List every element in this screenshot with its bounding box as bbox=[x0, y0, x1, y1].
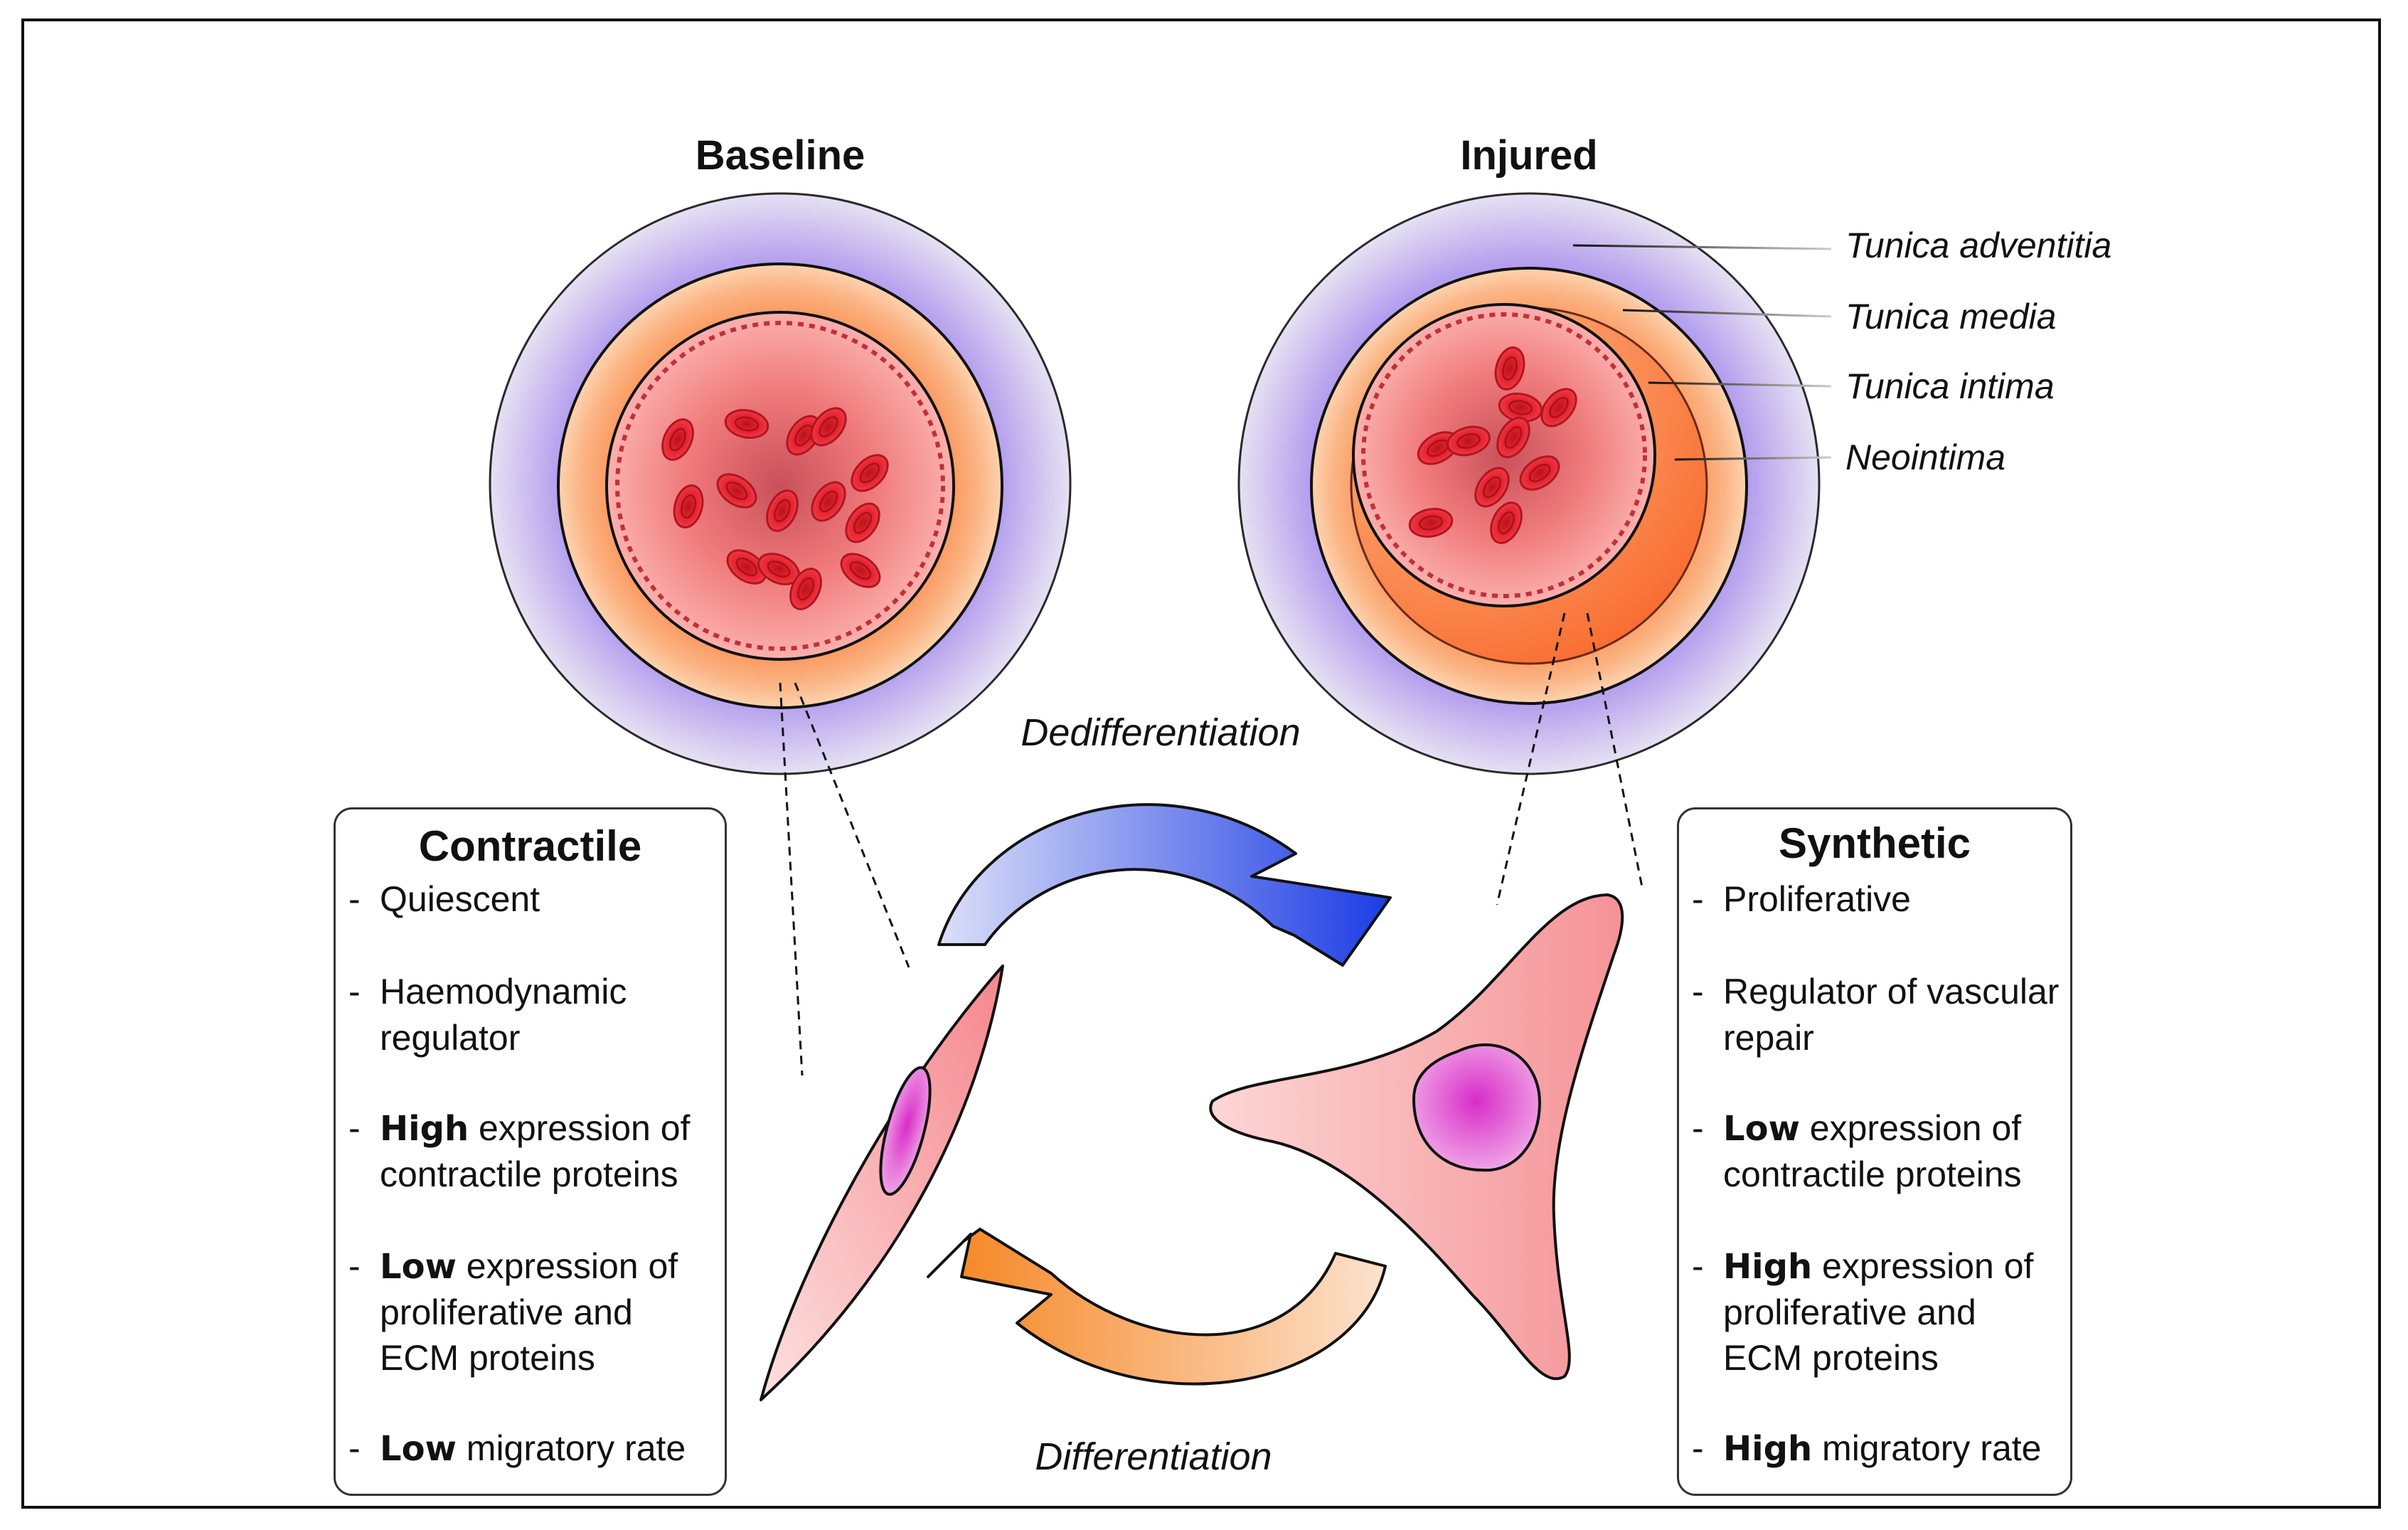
injured-title: Injured bbox=[1460, 132, 1597, 179]
red-blood-cell bbox=[845, 502, 880, 543]
label-tunica-intima: Tunica intima bbox=[1845, 366, 2055, 406]
baseline-lumen bbox=[605, 311, 955, 661]
red-blood-cell bbox=[1494, 346, 1525, 391]
contractile-item: -Haemodynamic regulator bbox=[348, 972, 627, 1058]
injured-red-blood-cells bbox=[1408, 346, 1577, 544]
contractile-item: -Quiescent bbox=[348, 879, 540, 919]
synthetic-item: -Proliferative bbox=[1692, 879, 1911, 919]
synthetic-item: -Low expression of contractile proteins bbox=[1692, 1108, 2022, 1194]
red-blood-cell bbox=[789, 568, 822, 610]
injured-endothelium bbox=[1361, 312, 1647, 598]
label-tunica-adventitia: Tunica adventitia bbox=[1845, 225, 2111, 265]
dedifferentiation-label: Dedifferentiation bbox=[1021, 711, 1300, 754]
red-blood-cell bbox=[1519, 455, 1560, 491]
injured-vessel bbox=[1237, 192, 1821, 775]
baseline-vessel bbox=[489, 192, 1072, 775]
red-blood-cell bbox=[724, 409, 769, 439]
red-blood-cell bbox=[810, 407, 847, 447]
differentiation-label: Differentiation bbox=[1035, 1435, 1272, 1478]
synthetic-item: -Regulator of vascular repair bbox=[1692, 972, 2060, 1058]
red-blood-cell bbox=[673, 484, 704, 528]
dedifferentiation-arrow bbox=[937, 803, 1392, 967]
baseline-endothelium bbox=[615, 321, 945, 651]
contractile-title: Contractile bbox=[418, 822, 642, 870]
adventitia-leader-line bbox=[1572, 244, 1832, 250]
label-tunica-media: Tunica media bbox=[1845, 297, 2056, 336]
label-neointima: Neointima bbox=[1845, 437, 2005, 477]
red-blood-cell bbox=[840, 553, 881, 588]
red-blood-cell bbox=[1540, 388, 1577, 427]
contractile-item: -High expression of contractile proteins bbox=[348, 1108, 691, 1194]
contractile-item: -Low migratory rate bbox=[348, 1428, 686, 1469]
injured-zoom-line-left bbox=[1496, 612, 1566, 905]
intima-leader-line bbox=[1648, 381, 1832, 388]
red-blood-cell bbox=[811, 481, 846, 522]
neointima-leader-line bbox=[1674, 456, 1832, 461]
synthetic-item: -High migratory rate bbox=[1692, 1428, 2042, 1469]
baseline-title: Baseline bbox=[696, 132, 865, 179]
contractile-nucleus bbox=[879, 1066, 932, 1196]
contractile-item: -Low expression of proliferative and ECM… bbox=[348, 1246, 678, 1378]
differentiation-arrow bbox=[927, 1228, 1387, 1386]
red-blood-cell bbox=[726, 549, 767, 585]
baseline-red-blood-cells bbox=[661, 407, 889, 610]
injured-zoom-line-right bbox=[1586, 612, 1644, 891]
red-blood-cell bbox=[1490, 501, 1523, 544]
media-leader-line bbox=[1622, 309, 1832, 318]
red-blood-cell bbox=[757, 553, 800, 585]
red-blood-cell bbox=[1447, 425, 1491, 457]
synthetic-cell bbox=[1209, 893, 1624, 1381]
synthetic-title: Synthetic bbox=[1778, 819, 1971, 867]
red-blood-cell bbox=[661, 418, 694, 461]
synthetic-item: -High expression of proliferative and EC… bbox=[1692, 1246, 2034, 1378]
baseline-zoom-line-left bbox=[779, 682, 804, 1076]
red-blood-cell bbox=[766, 489, 799, 532]
synthetic-nucleus bbox=[1412, 1043, 1542, 1172]
baseline-zoom-line-right bbox=[794, 682, 910, 968]
contractile-box: Contractile -Quiescent -Haemodynamic reg… bbox=[334, 807, 727, 1496]
red-blood-cell bbox=[851, 454, 889, 492]
red-blood-cell bbox=[1408, 508, 1454, 538]
figure-frame bbox=[21, 18, 2381, 1509]
red-blood-cell bbox=[716, 473, 757, 509]
synthetic-box: Synthetic -Proliferative -Regulator of v… bbox=[1677, 807, 2072, 1496]
red-blood-cell bbox=[1496, 416, 1530, 459]
red-blood-cell bbox=[1474, 467, 1510, 508]
